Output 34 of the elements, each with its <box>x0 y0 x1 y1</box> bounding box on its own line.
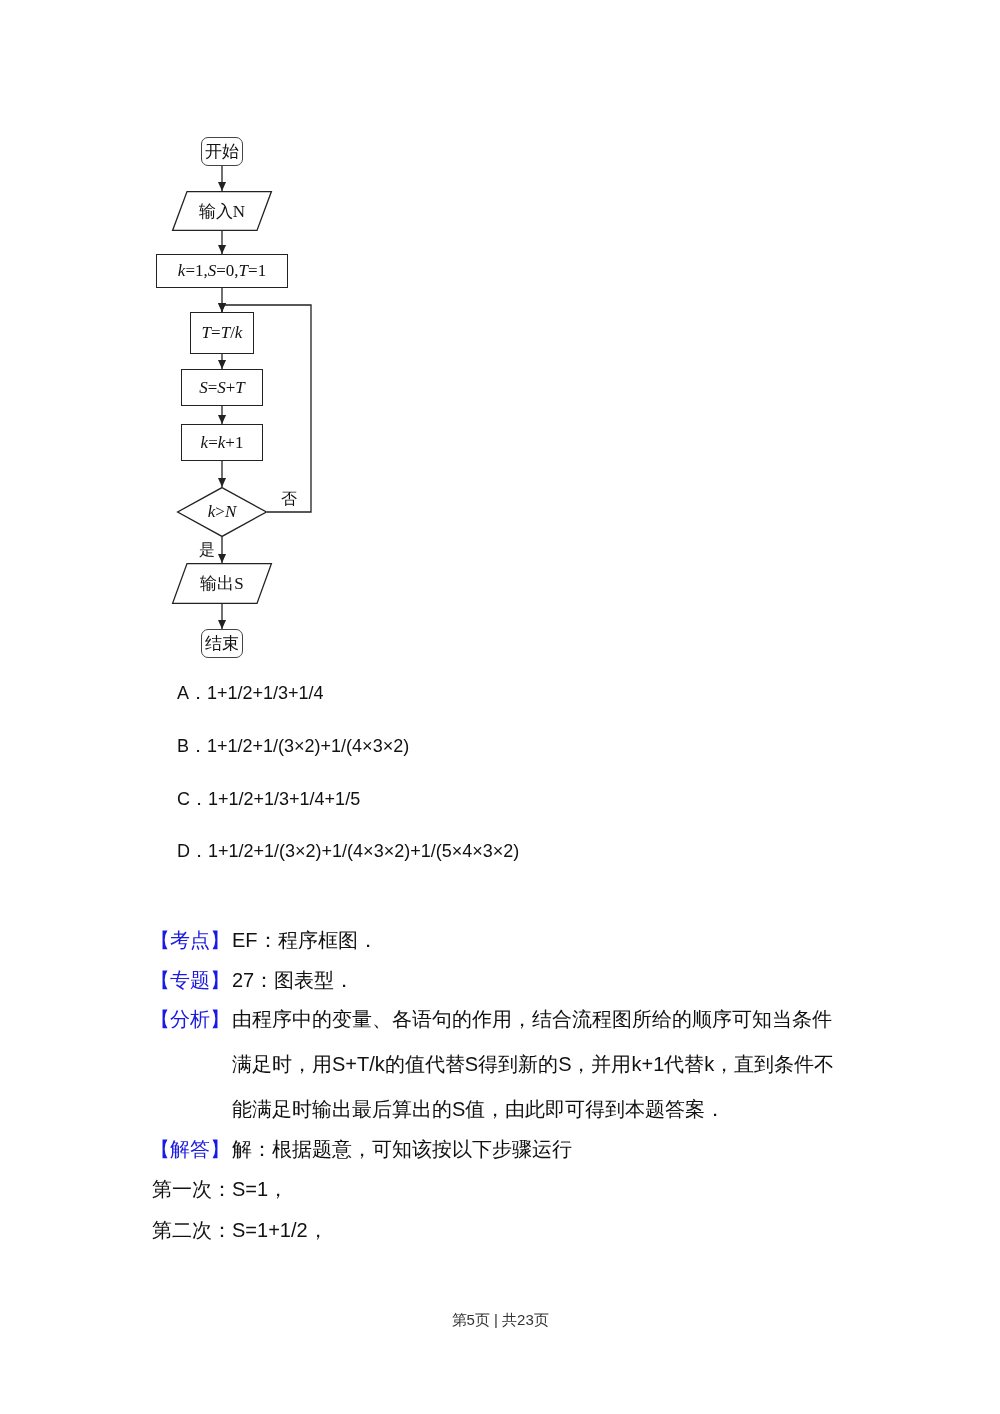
section-text: 由程序中的变量、各语句的作用，结合流程图所给的顺序可知当条件满足时，用S+T/k的值代替S得到新的S，并用k+1代替k，直到条件不能满足时输出最后算出的S值，由此即可得到本题答案． <box>232 1006 836 1122</box>
edge-label: 否 <box>279 490 299 508</box>
arrow <box>217 460 227 488</box>
edge-label: 是 <box>197 541 217 559</box>
arrow <box>217 536 227 564</box>
page-footer: 第5页 | 共23页 <box>451 1310 549 1330</box>
arrow <box>217 603 227 630</box>
process-box: S=S+T <box>181 369 263 406</box>
decision-diamond: k>N <box>177 487 267 537</box>
section-text: EF：程序框图． <box>232 928 378 953</box>
solution-step: 第一次：S=1， <box>152 1176 289 1202</box>
solution-step: 第二次：S=1+1/2， <box>152 1217 328 1243</box>
answer-option: B．1+1/2+1/(3×2)+1/(4×3×2) <box>177 734 410 758</box>
arrow <box>217 303 312 513</box>
process-box: k=k+1 <box>181 424 263 461</box>
answer-option: D．1+1/2+1/(3×2)+1/(4×3×2)+1/(5×4×3×2) <box>177 839 520 863</box>
process-box: T=T/k <box>190 312 254 354</box>
section-heading: 【解答】 <box>150 1137 230 1162</box>
arrow <box>217 353 227 370</box>
arrow <box>217 405 227 425</box>
input-parallelogram: 输入N <box>172 191 272 231</box>
arrow <box>217 230 227 255</box>
process-box: k=1,S=0,T=1 <box>156 254 288 288</box>
section-heading: 【考点】 <box>150 928 230 953</box>
answer-option: C．1+1/2+1/3+1/4+1/5 <box>177 787 361 811</box>
section-heading: 【专题】 <box>150 968 230 993</box>
answer-option: A．1+1/2+1/3+1/4 <box>177 681 324 705</box>
arrow <box>217 165 227 192</box>
start-terminal: 开始 <box>201 137 243 166</box>
section-text: 解：根据题意，可知该按以下步骤运行 <box>232 1137 572 1162</box>
output-parallelogram: 输出S <box>172 563 272 604</box>
end-terminal: 结束 <box>201 629 243 658</box>
section-text: 27：图表型． <box>232 968 355 993</box>
section-heading: 【分析】 <box>150 1007 230 1032</box>
